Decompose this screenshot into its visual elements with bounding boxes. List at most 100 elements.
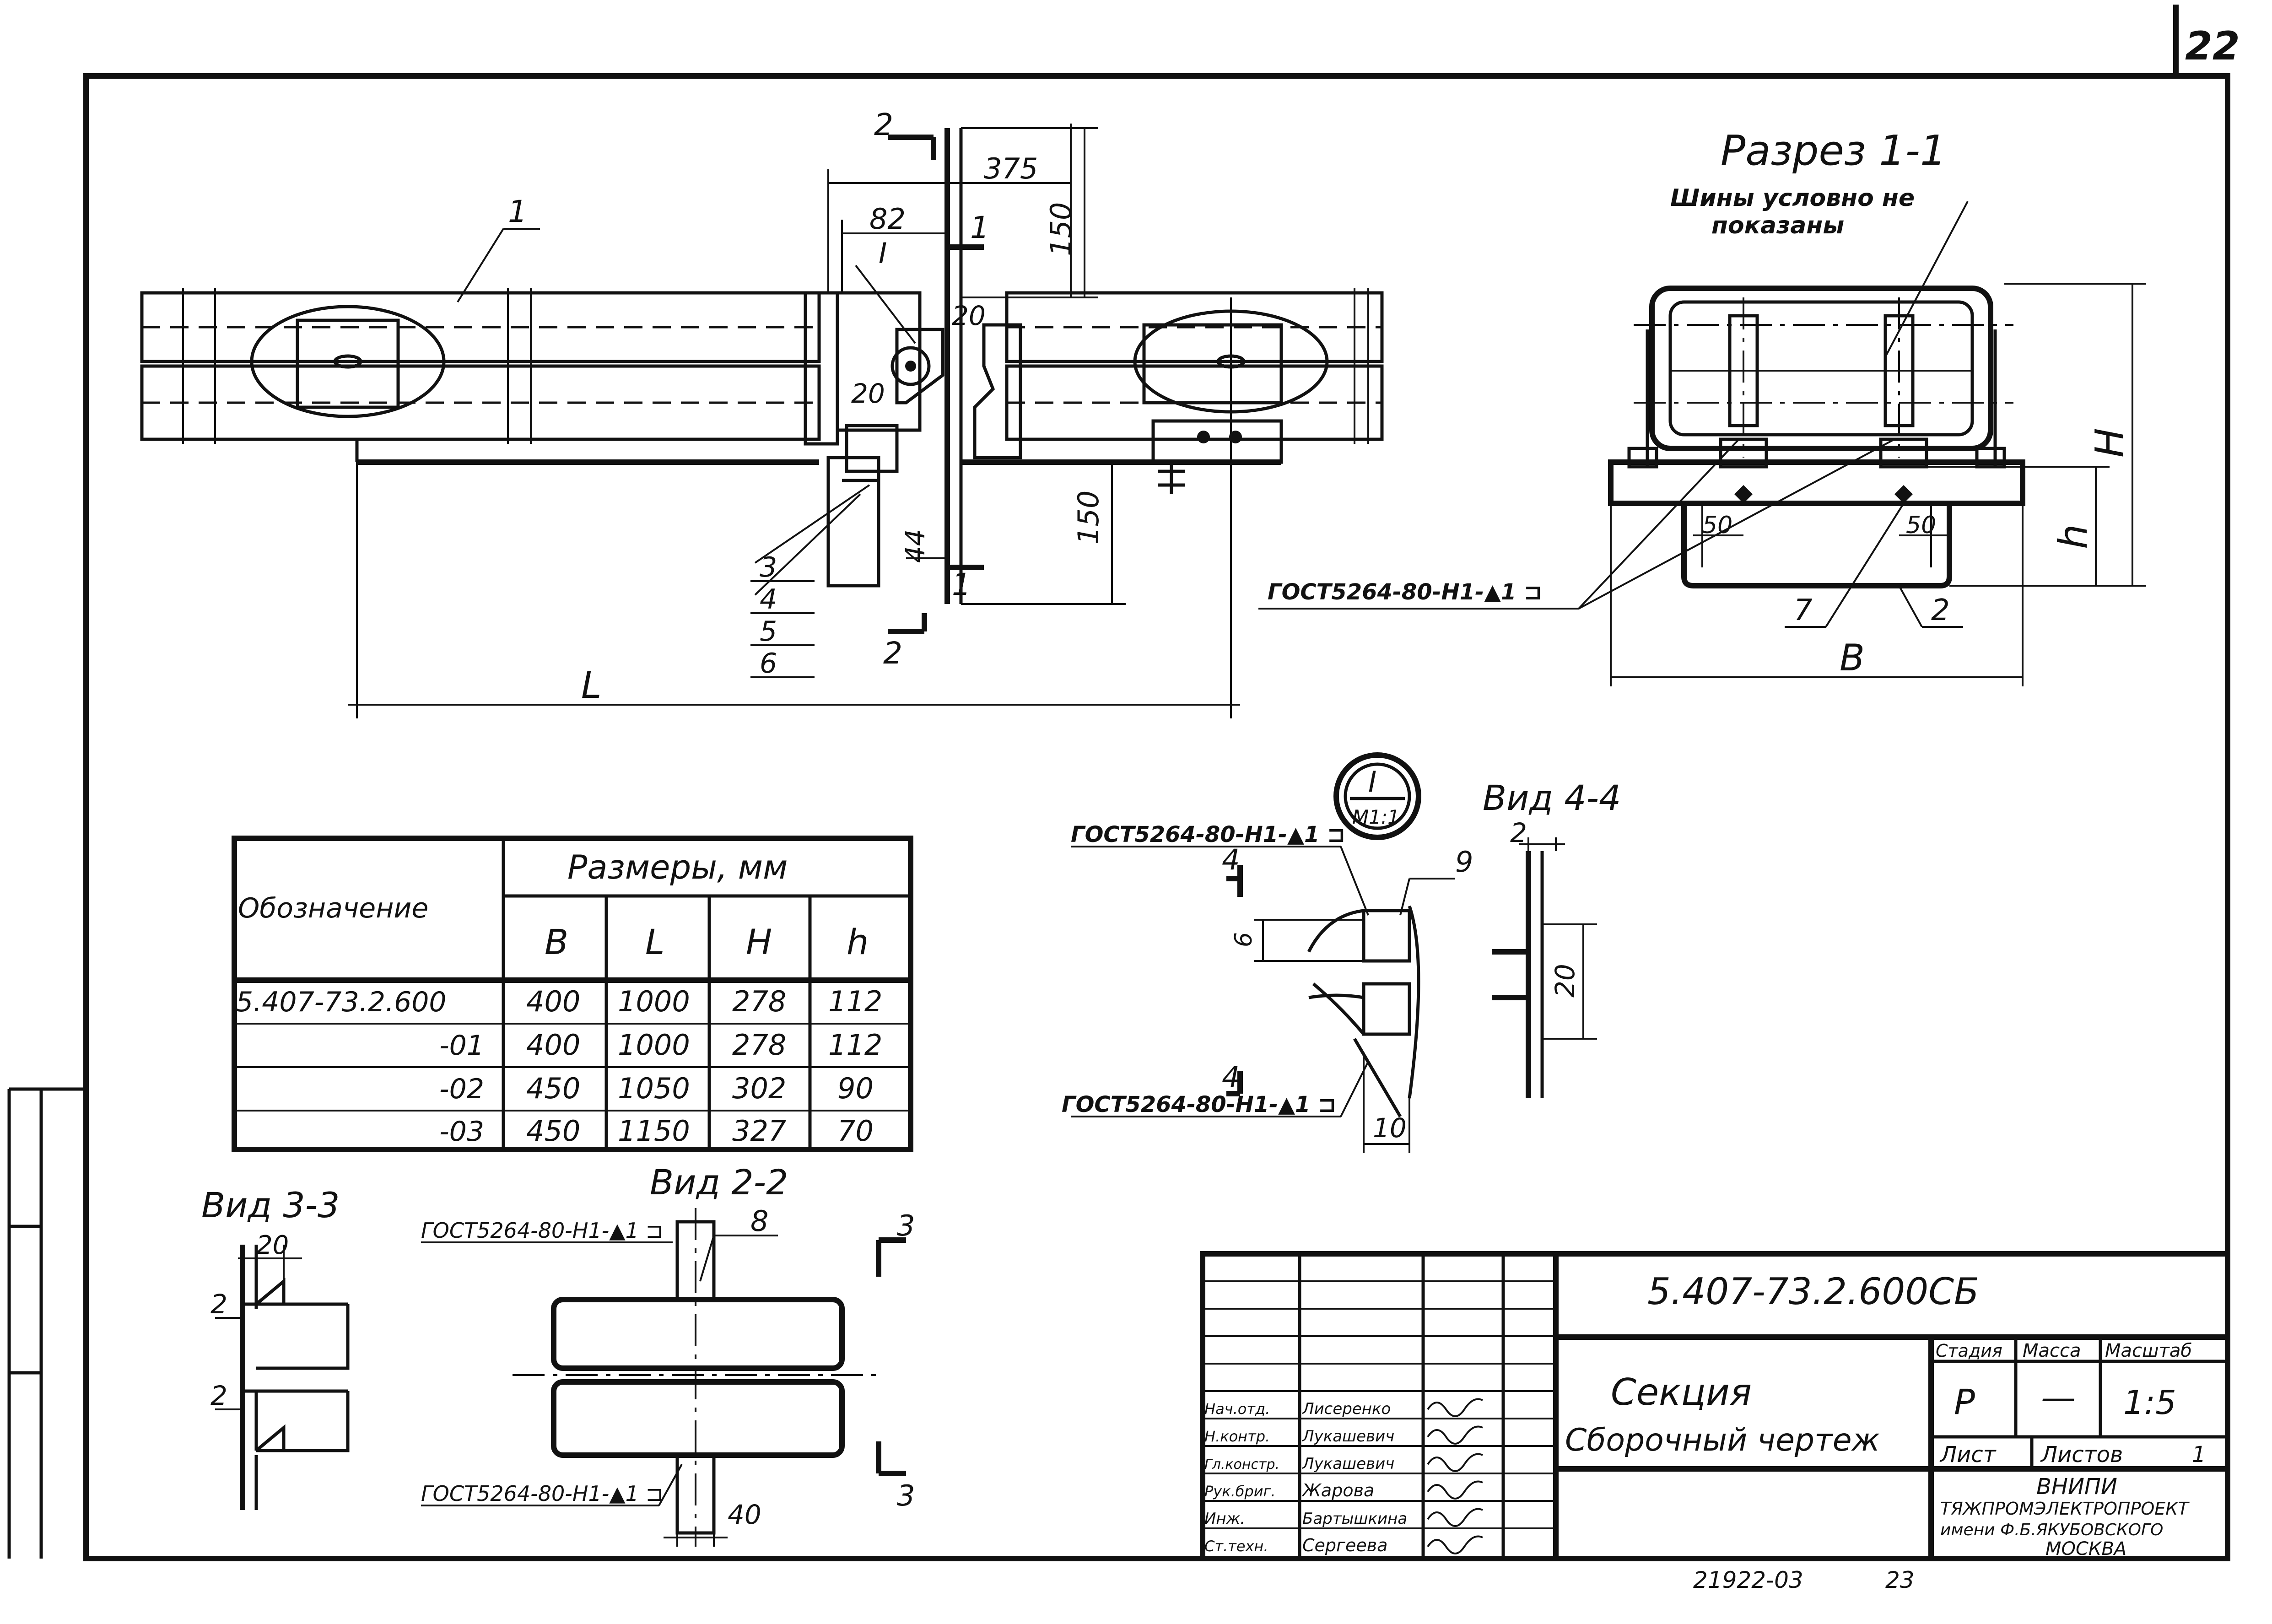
dim-20-a: 20	[952, 300, 986, 331]
dim-44: 44	[900, 529, 931, 563]
detail-I-circle-bottom: M1:1	[1352, 806, 1400, 828]
signature-role: Ст.техн.	[1204, 1538, 1268, 1555]
section-2-bottom: 2	[883, 636, 902, 671]
table-cell: 70	[837, 1114, 874, 1148]
table-cell: 450	[526, 1072, 580, 1105]
position-6: 6	[760, 647, 777, 680]
section-1-1-dim-50-left: 50	[1702, 512, 1732, 539]
section-1-1-view	[1258, 201, 2146, 686]
signature-role: Инж.	[1204, 1510, 1245, 1528]
view-2-2-title: Вид 2-2	[650, 1162, 788, 1203]
table-col-L: L	[645, 922, 664, 962]
sheets-count: 1	[2192, 1442, 2206, 1468]
table-row-designation: -01	[439, 1030, 484, 1062]
detail-I-position-9: 9	[1455, 845, 1473, 879]
position-5: 5	[760, 615, 777, 647]
table-cell: 1150	[618, 1114, 690, 1148]
org-line-3: имени Ф.Б.ЯКУБОВСКОГО	[1940, 1521, 2163, 1539]
view-2-2-weld-bottom: ГОСТ5264-80-Н1-▲1 ⊐	[421, 1481, 663, 1506]
view-3-3-title: Вид 3-3	[201, 1185, 340, 1225]
table-cell: 327	[732, 1114, 786, 1148]
view-3-3	[215, 1245, 350, 1510]
signature-role: Нач.отд.	[1204, 1400, 1270, 1418]
view-3-3-dim-2-top: 2	[210, 1289, 227, 1320]
scale-value: 1:5	[2123, 1383, 2176, 1422]
table-header-designation: Обозначение	[238, 892, 428, 924]
signature-role: Н.контр.	[1204, 1428, 1270, 1445]
signature-name: Лисеренко	[1301, 1400, 1391, 1418]
detail-I-mark-4-top: 4	[1222, 843, 1240, 876]
section-1-1-title: Разрез 1-1	[1721, 127, 1946, 175]
table-cell: 450	[526, 1114, 580, 1148]
table-cell: 1050	[618, 1072, 690, 1105]
bottom-page: 23	[1885, 1567, 1915, 1593]
view-4-4	[1492, 837, 1597, 1098]
stage-value: Р	[1954, 1381, 1975, 1422]
table-cell: 278	[732, 985, 786, 1018]
signature-name: Жарова	[1301, 1480, 1374, 1500]
dim-375: 375	[984, 152, 1038, 185]
table-cell: 400	[526, 1028, 580, 1062]
view-2-2	[421, 1208, 906, 1547]
table-col-B: B	[545, 922, 568, 962]
table-cell: 112	[828, 985, 882, 1018]
table-cell: 278	[732, 1028, 786, 1062]
section-1-1-dim-B: B	[1840, 637, 1865, 679]
title-line-2: Сборочный чертеж	[1565, 1422, 1880, 1458]
title-doc-code: 5.407-73.2.600СБ	[1647, 1270, 1979, 1313]
view-3-3-dim-2-bottom: 2	[210, 1380, 227, 1411]
signature-role: Рук.бриг.	[1204, 1483, 1276, 1500]
dim-150-top: 150	[1044, 202, 1078, 256]
view-2-2-weld-top: ГОСТ5264-80-Н1-▲1 ⊐	[421, 1218, 663, 1243]
sheet-frame	[7, 5, 2230, 1561]
org-line-2: ТЯЖПРОМЭЛЕКТРОПРОЕКТ	[1940, 1499, 2190, 1519]
mass-label: Масса	[2023, 1340, 2081, 1361]
signature-scribbles	[1427, 1398, 1483, 1554]
section-1-1-dim-h: h	[2051, 524, 2096, 549]
detail-I-dim-10: 10	[1373, 1112, 1407, 1144]
title-block-grid	[1200, 1251, 2230, 1561]
table-col-H: H	[746, 922, 772, 962]
section-1-1-dim-H: H	[2087, 428, 2133, 458]
view-2-2-position-8: 8	[750, 1204, 768, 1238]
scale-label: Масштаб	[2105, 1340, 2192, 1361]
signature-name: Бартышкина	[1302, 1510, 1407, 1528]
section-1-1-dim-50-right: 50	[1906, 512, 1936, 539]
sizes-table-grid	[232, 836, 913, 1152]
table-cell: 1000	[618, 985, 690, 1018]
table-col-h: h	[847, 922, 869, 962]
org-line-4: МОСКВА	[2045, 1538, 2126, 1559]
section-1-1-weld: ГОСТ5264-80-Н1-▲1 ⊐	[1268, 579, 1542, 605]
position-4: 4	[760, 583, 777, 615]
section-1-top: 1	[970, 210, 989, 245]
main-view	[140, 124, 1384, 718]
org-line-1: ВНИПИ	[2036, 1474, 2117, 1500]
detail-I-dim-6: 6	[1230, 932, 1257, 947]
bottom-note: 21922-03	[1693, 1567, 1803, 1593]
table-row-designation: -03	[439, 1116, 484, 1148]
table-cell: 302	[732, 1072, 786, 1105]
detail-I-view	[1071, 752, 1455, 1153]
position-3: 3	[760, 551, 777, 583]
table-header-sizes: Размеры, мм	[567, 848, 788, 886]
signature-name: Сергеева	[1302, 1535, 1387, 1555]
signature-role: Гл.констр.	[1204, 1457, 1279, 1473]
position-1: 1	[508, 194, 527, 229]
stage-label: Стадия	[1936, 1341, 2002, 1361]
dim-150-bottom: 150	[1072, 491, 1105, 545]
view-4-4-title: Вид 4-4	[1483, 777, 1621, 818]
section-1-1-position-2: 2	[1931, 593, 1950, 627]
view-2-2-mark-3-top: 3	[897, 1209, 915, 1242]
section-1-1-note-1: Шины условно не	[1670, 184, 1915, 212]
detail-mark: I	[879, 237, 887, 270]
view-4-4-dim-2: 2	[1510, 817, 1527, 848]
table-cell: 400	[526, 985, 580, 1018]
signature-name: Лукашевич	[1301, 1455, 1394, 1473]
section-1-bottom: 1	[952, 567, 971, 602]
sheet-number: 22	[2185, 23, 2240, 69]
sheet-label: Лист	[1939, 1442, 1997, 1468]
section-1-1-note-2: показаны	[1711, 212, 1844, 239]
section-1-1-position-7: 7	[1794, 593, 1813, 627]
table-cell: 90	[837, 1072, 874, 1105]
